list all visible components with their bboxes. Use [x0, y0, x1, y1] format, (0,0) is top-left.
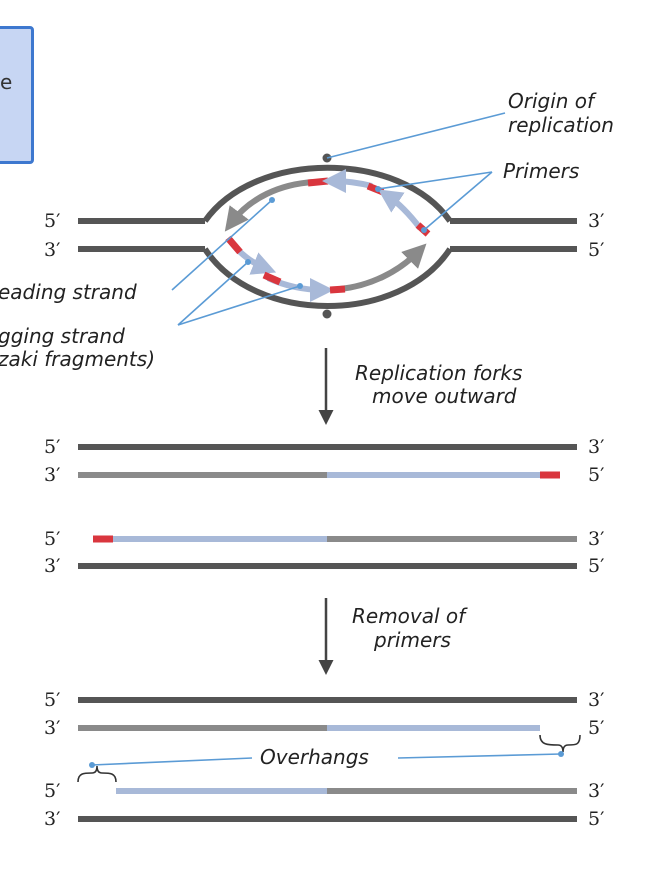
end-label-5-s2b-right: 5′ — [588, 555, 604, 577]
primers-label: Primers — [503, 159, 579, 183]
bubble-annotations: Origin of replication Primers eading str… — [0, 89, 614, 371]
partial-note-box — [0, 26, 34, 164]
end-label-5-s3a-right: 5′ — [588, 717, 604, 739]
end-label-3-s3a: 3′ — [44, 717, 60, 739]
lagging-pointer-1 — [177, 261, 249, 326]
forks-label-line2: move outward — [372, 384, 517, 408]
end-label-5-s2b: 5′ — [44, 528, 60, 550]
leading-strand-label: eading strand — [0, 280, 137, 304]
origin-pointer — [326, 112, 506, 159]
daughter-duplex-1-final: 5′ 3′ 3′ 5′ — [44, 689, 604, 739]
lagging-strand-label-line1: gging strand — [0, 324, 125, 348]
lagging-strand-label-line2: zaki fragments) — [0, 347, 155, 371]
overhangs-label: Overhangs — [260, 745, 369, 769]
new-top-leading-left — [224, 179, 315, 232]
bubble-bottom-strand — [202, 247, 453, 309]
overhang-dot-right — [558, 751, 564, 757]
end-label-5-s2a-right: 5′ — [588, 464, 604, 486]
end-label-3-s2b: 3′ — [44, 555, 60, 577]
end-label-3-s3b: 3′ — [44, 808, 60, 830]
okazaki-fragment-top-1 — [322, 169, 373, 194]
daughter-duplex-1-with-primers: 5′ 3′ 3′ 5′ — [44, 436, 604, 486]
removal-label-line2: primers — [373, 628, 451, 652]
lagging-dot-2 — [297, 283, 303, 289]
replication-bubble: 5′ 3′ 3′ 5′ — [44, 153, 604, 319]
bubble-top-strand — [202, 164, 453, 223]
overhang-pointer-left — [91, 757, 253, 766]
overhang-brace-right — [539, 734, 581, 753]
end-label-3-s3b-right: 3′ — [588, 780, 604, 802]
overhang-pointer-right — [397, 753, 562, 759]
primer-bottom-1 — [225, 235, 243, 255]
end-label-5-s3b-right: 5′ — [588, 808, 604, 830]
leading-strand-dot — [269, 197, 275, 203]
end-label-3-s2a: 3′ — [44, 464, 60, 486]
okazaki-fragment-top-2 — [378, 189, 423, 230]
end-label-5-bottom-right: 5′ — [588, 239, 604, 261]
end-label-5-s3b: 5′ — [44, 780, 60, 802]
primer-pointer-2 — [423, 171, 493, 231]
primer-bottom-2 — [262, 271, 282, 286]
lagging-pointer-2 — [177, 285, 301, 326]
primer-pointer-dot-2 — [421, 227, 427, 233]
end-label-3-s2b-right: 3′ — [588, 528, 604, 550]
origin-label-line2: replication — [508, 113, 614, 137]
end-label-3-s3a-right: 3′ — [588, 689, 604, 711]
overhang-dot-left — [89, 762, 95, 768]
new-bottom-leading-right — [339, 243, 427, 292]
step-arrow-2: Removal of primers — [318, 598, 468, 675]
lagging-dot-1 — [245, 259, 251, 265]
end-label-3-s2a-right: 3′ — [588, 436, 604, 458]
end-label-5-s3a: 5′ — [44, 689, 60, 711]
primer-top-center — [307, 177, 329, 187]
origin-dot-bottom — [322, 309, 332, 319]
primer-bottom-center — [329, 285, 346, 294]
primer-pointer-1 — [377, 171, 493, 190]
forks-label-line1: Replication forks — [355, 361, 522, 385]
overhang-brace-left — [77, 765, 117, 783]
overhang-annotation: Overhangs — [77, 734, 581, 783]
daughter-duplex-2-final: 5′ 3′ 3′ 5′ — [44, 780, 604, 830]
end-label-3-top-right: 3′ — [588, 210, 604, 232]
end-label-5-s2a: 5′ — [44, 436, 60, 458]
primer-pointer-dot-1 — [375, 186, 381, 192]
daughter-duplex-2-with-primers: 5′ 3′ 3′ 5′ — [44, 528, 604, 577]
end-label-3-bottom-left: 3′ — [44, 239, 60, 261]
origin-label-line1: Origin of — [508, 89, 597, 113]
leading-strand-pointer — [171, 199, 273, 291]
partial-note-text: e — [0, 70, 13, 94]
removal-label-line1: Removal of — [352, 604, 468, 628]
step-arrow-1: Replication forks move outward — [318, 348, 522, 425]
end-label-5-top-left: 5′ — [44, 210, 60, 232]
